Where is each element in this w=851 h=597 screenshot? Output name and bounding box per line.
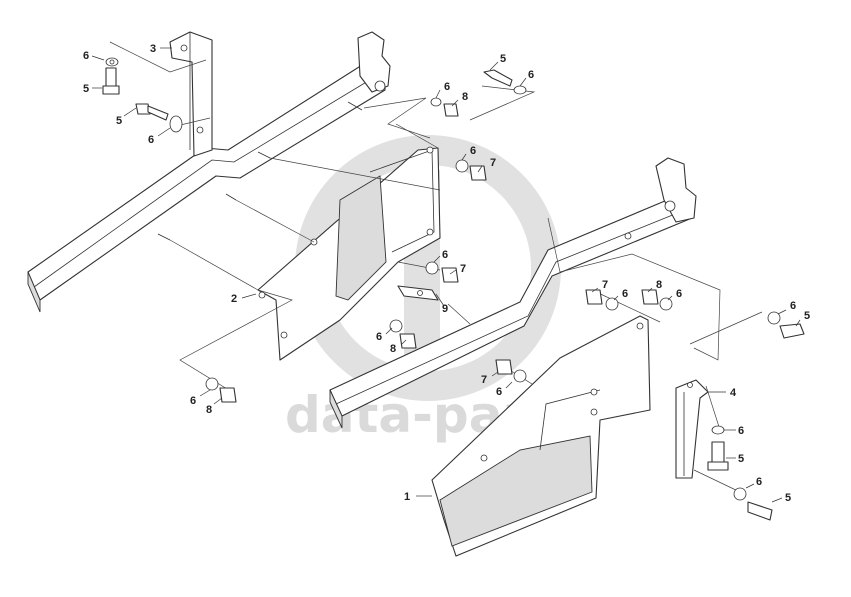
callout-6: 6 (790, 300, 796, 312)
callout-9: 9 (442, 303, 448, 315)
callout-6: 6 (148, 134, 154, 146)
callout-3: 3 (150, 43, 156, 55)
callout-labels: 3 6 5 5 6 5 6 6 8 6 7 6 7 9 6 8 2 6 8 7 … (83, 43, 810, 504)
callout-8: 8 (656, 279, 662, 291)
callout-5: 5 (500, 53, 506, 65)
callout-4: 4 (730, 387, 737, 399)
callout-7: 7 (460, 263, 466, 275)
center-plate-part-2 (257, 146, 441, 361)
callout-6: 6 (444, 81, 450, 93)
callout-leaders (91, 47, 801, 503)
lower-plate-part-1 (431, 315, 651, 557)
callout-5: 5 (738, 453, 744, 465)
callout-8: 8 (206, 404, 212, 416)
callout-6: 6 (738, 425, 744, 437)
callout-2: 2 (231, 293, 237, 305)
callout-5: 5 (116, 115, 122, 127)
callout-6: 6 (442, 249, 448, 261)
callout-6: 6 (83, 50, 89, 62)
callout-7: 7 (481, 374, 487, 386)
callout-1: 1 (404, 491, 410, 503)
callout-7: 7 (602, 279, 608, 291)
callout-6: 6 (496, 386, 502, 398)
left-frame-rail (27, 31, 391, 313)
callout-8: 8 (462, 91, 468, 103)
callout-6: 6 (756, 476, 762, 488)
fasteners (102, 57, 805, 521)
callout-8: 8 (390, 343, 396, 355)
callout-6: 6 (190, 395, 196, 407)
bracket-part-4 (675, 379, 709, 479)
callout-6: 6 (622, 288, 628, 300)
callout-5: 5 (785, 492, 791, 504)
callout-5: 5 (83, 83, 89, 95)
callout-6: 6 (376, 331, 382, 343)
callout-6: 6 (676, 288, 682, 300)
callout-6: 6 (470, 145, 476, 157)
right-frame-rail (329, 157, 697, 429)
rail-studs (157, 101, 363, 241)
assembly-guide-lines (109, 41, 763, 493)
callout-6: 6 (528, 69, 534, 81)
bracket-part-3 (169, 31, 213, 157)
callout-5: 5 (804, 310, 810, 322)
callout-7: 7 (490, 157, 496, 169)
